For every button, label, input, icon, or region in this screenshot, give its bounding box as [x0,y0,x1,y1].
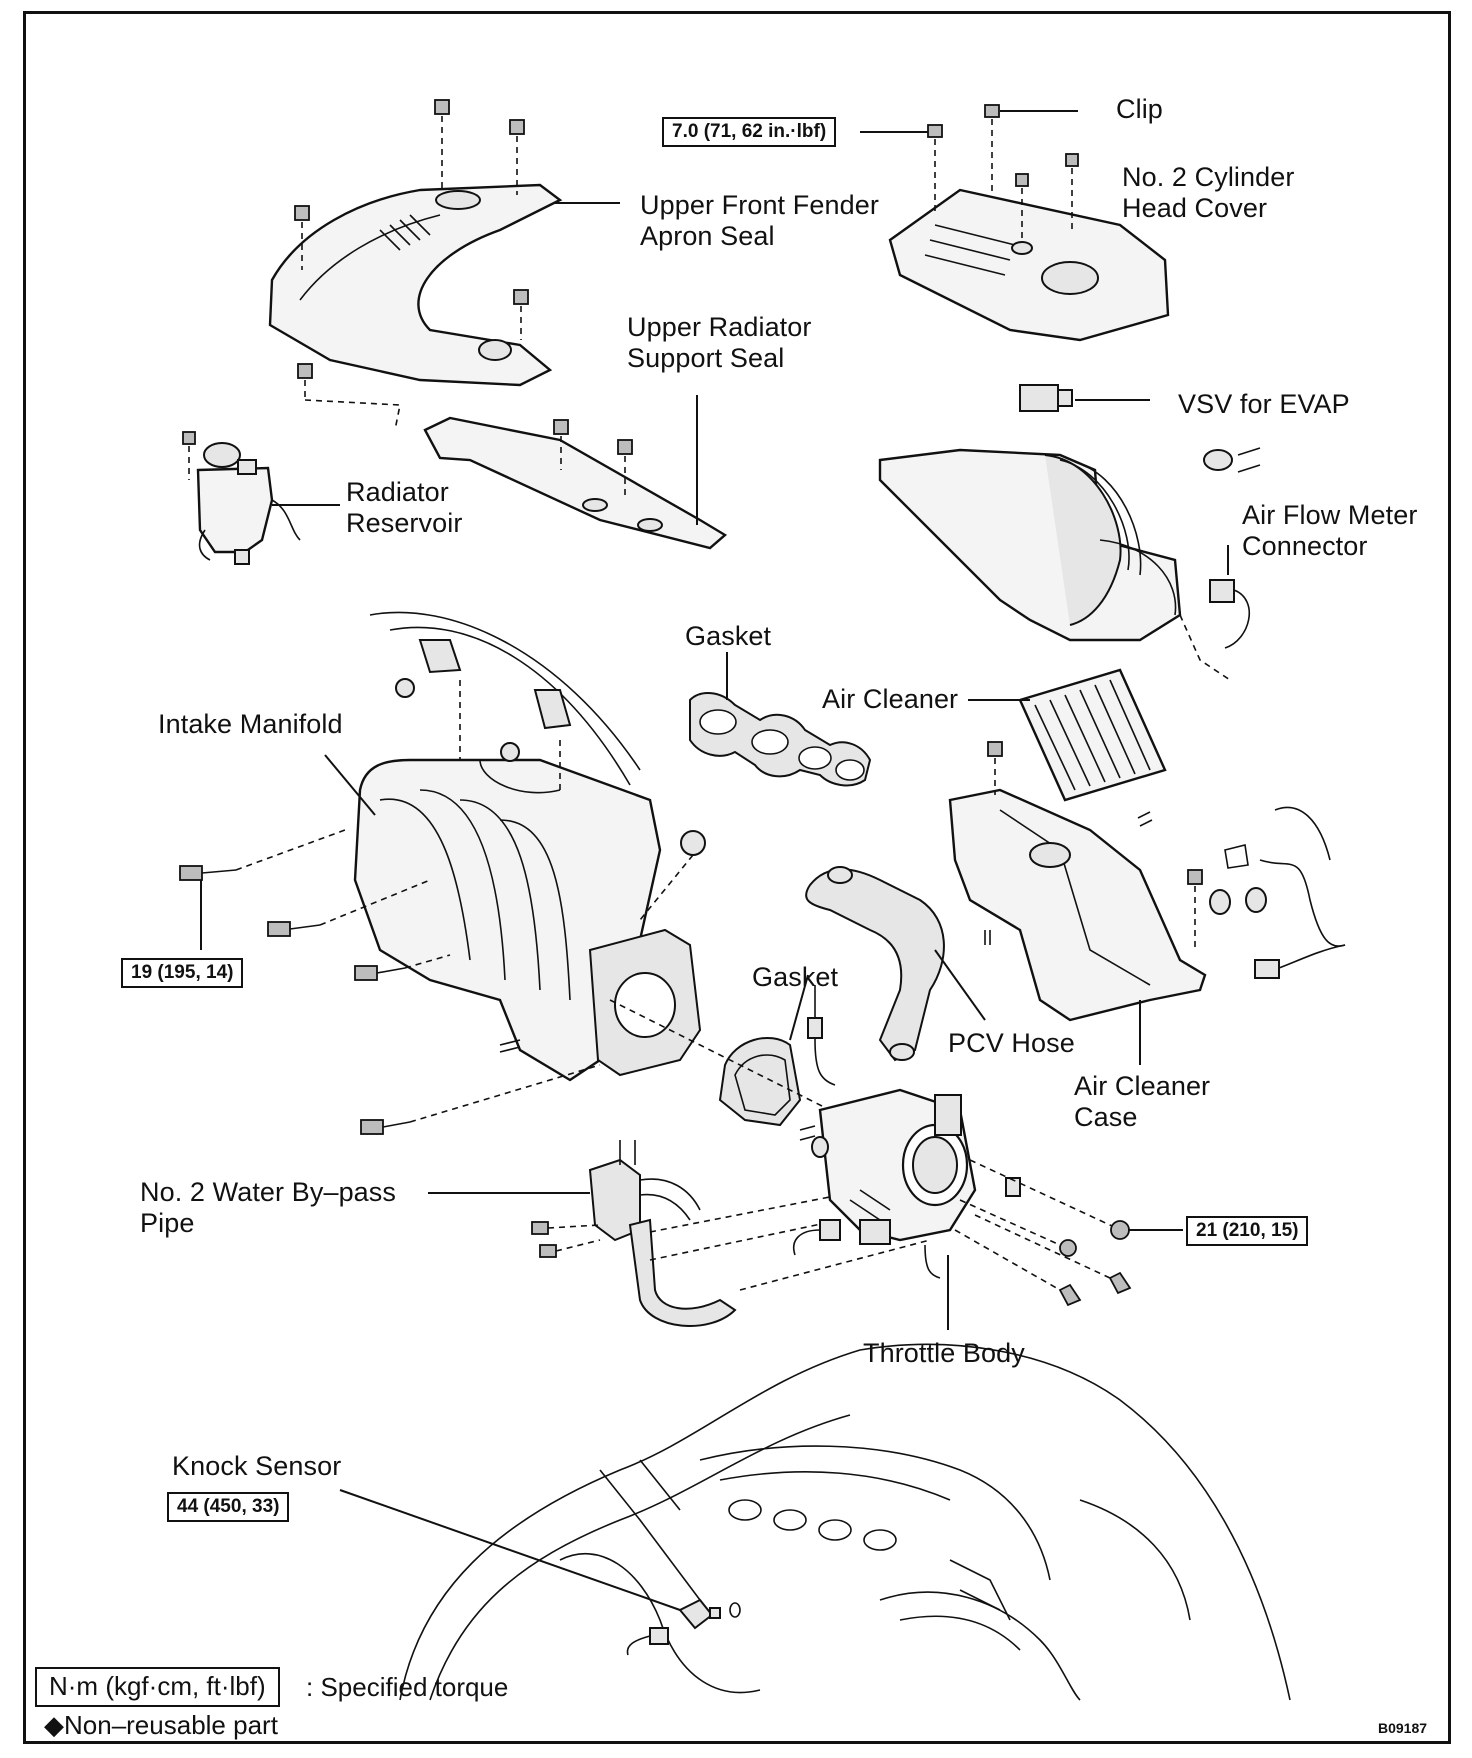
radiator-reservoir [182,431,301,565]
label-radiator-reservoir: Radiator Reservoir [346,477,463,538]
legend-unit-desc: : Specified torque [306,1672,509,1702]
air-cleaner-hoses [1137,806,1346,979]
label-intake-manifold: Intake Manifold [158,709,343,739]
label-gasket-top: Gasket [685,621,772,651]
air-intake-duct [878,448,1182,642]
label-radiator-support-seal: Upper Radiator Support Seal [627,312,812,373]
label-gasket-mid: Gasket [752,962,839,992]
label-water-bypass: No. 2 Water By–pass Pipe [140,1177,397,1238]
leader-gasket-mid [789,974,809,1041]
torque-manifold: 19 (195, 14) [121,958,244,988]
upper-radiator-support-seal [423,416,728,550]
legend-non-reusable: ◆Non–reusable part [44,1710,278,1740]
label-pcv-hose: PCV Hose [948,1028,1075,1058]
throttle-alignment-line [609,999,831,1111]
leader-intake-manifold [324,754,376,816]
label-air-flow-meter: Air Flow Meter Connector [1242,500,1418,561]
air-flow-meter-connector [1179,447,1261,681]
manifold-bolts [179,829,706,1135]
torque-knock: 44 (450, 33) [167,1492,290,1522]
label-air-cleaner-case: Air Cleaner Case [1074,1071,1211,1132]
engine-bay [399,1343,1291,1701]
legend-unit-box: N·m (kgf·cm, ft·lbf) [35,1667,280,1707]
vsv-for-evap [1019,384,1073,412]
label-throttle-body: Throttle Body [863,1338,1025,1368]
leader-knock-sensor [339,1489,681,1611]
label-air-cleaner: Air Cleaner [822,684,959,714]
label-vsv: VSV for EVAP [1178,389,1350,419]
air-cleaner-case [948,741,1207,1022]
cylinder-head-cover [888,188,1170,342]
water-bypass-pipe [531,1140,737,1327]
label-head-cover: No. 2 Cylinder Head Cover [1122,162,1295,223]
air-cleaner-element [1018,668,1167,802]
radiator-support-seal-bolts [553,419,633,495]
intake-manifold-gasket [689,692,872,787]
diagram-frame [23,11,1451,1744]
intake-manifold [353,758,662,1082]
head-cover-fasteners [927,104,1079,240]
torque-throttle: 21 (210, 15) [1186,1216,1309,1246]
throttle-body-gasket [718,1036,802,1127]
manifold-top-rail [369,611,641,790]
vacuum-hose-mid [807,985,836,1086]
torque-head-cover: 7.0 (71, 62 in.·lbf) [662,117,837,147]
label-fender-seal: Upper Front Fender Apron Seal [640,190,879,251]
upper-front-fender-apron-seal [268,183,563,387]
figure-code: B09187 [1378,1720,1428,1736]
leader-pcv-hose [934,949,986,1021]
pcv-hose [805,866,945,1062]
label-knock-sensor: Knock Sensor [172,1451,342,1481]
fender-seal-bolts [294,99,529,431]
label-clip: Clip [1116,94,1163,124]
throttle-body-fasteners [924,1159,1132,1307]
knock-sensor [626,1598,741,1656]
manifold-flange [588,928,702,1077]
throttle-body [793,1088,1021,1256]
